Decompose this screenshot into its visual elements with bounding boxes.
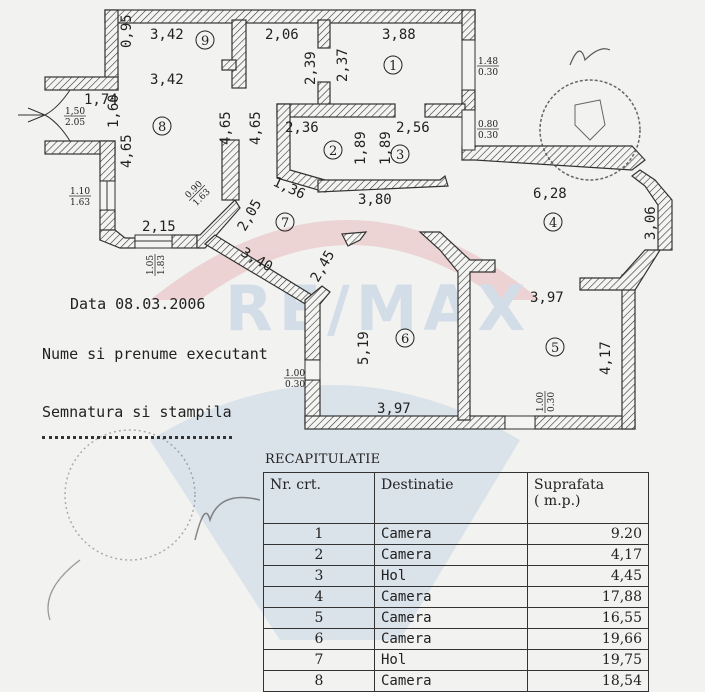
svg-text:2: 2 xyxy=(329,144,337,159)
cell-nr: 4 xyxy=(263,586,375,608)
dimension-labels: 3,42 3,42 2,06 3,88 2,36 2,56 3,80 6,28 … xyxy=(84,14,659,417)
dim-room8-bottom: 2,15 xyxy=(142,219,176,235)
svg-text:4: 4 xyxy=(549,216,557,231)
svg-text:4,17: 4,17 xyxy=(598,341,614,375)
official-stamp-bottom xyxy=(47,429,261,621)
signature-label: Semnatura si stampila xyxy=(42,403,232,421)
cell-suprafata: 9.20 xyxy=(527,523,649,545)
svg-text:2,05: 2,05 xyxy=(235,197,266,234)
cell-suprafata: 16,55 xyxy=(527,607,649,629)
cell-destinatie: Camera xyxy=(374,628,528,650)
opening-fractions: 1,50 2.05 1.10 1.63 1.48 0.30 0.80 0.30 … xyxy=(64,57,557,413)
cell-nr: 5 xyxy=(263,607,375,629)
svg-text:0.30: 0.30 xyxy=(478,131,498,141)
header-nr: Nr. crt. xyxy=(263,472,375,524)
svg-text:0,95: 0,95 xyxy=(119,14,135,48)
svg-text:1.05: 1.05 xyxy=(146,255,156,275)
svg-text:2.05: 2.05 xyxy=(65,118,85,128)
cell-nr: 7 xyxy=(263,649,375,671)
cell-nr: 8 xyxy=(263,670,375,692)
svg-text:1.00: 1.00 xyxy=(536,392,546,412)
dim-room9-width: 3,42 xyxy=(150,27,184,43)
openings xyxy=(18,39,536,430)
dim-room3-width: 2,56 xyxy=(396,120,430,136)
cell-suprafata: 4,45 xyxy=(527,565,649,587)
signature-line xyxy=(42,436,232,439)
cell-destinatie: Camera xyxy=(374,607,528,629)
recap-title: RECAPITULATIE xyxy=(265,452,381,467)
dim-room4-width: 6,28 xyxy=(533,186,567,202)
svg-text:1: 1 xyxy=(389,59,397,74)
cell-suprafata: 19,66 xyxy=(527,628,649,650)
cell-nr: 2 xyxy=(263,544,375,566)
svg-text:9: 9 xyxy=(201,34,209,49)
table-header-row: Nr. crt. Destinatie Suprafata( m.p.) xyxy=(263,472,649,524)
cell-suprafata: 4,17 xyxy=(527,544,649,566)
cell-suprafata: 18,54 xyxy=(527,670,649,692)
walls xyxy=(44,9,673,430)
svg-text:0.30: 0.30 xyxy=(547,392,557,412)
svg-text:1.00: 1.00 xyxy=(285,369,305,379)
cell-suprafata: 17,88 xyxy=(527,586,649,608)
svg-text:7: 7 xyxy=(281,216,289,231)
svg-text:1.63: 1.63 xyxy=(70,198,90,208)
svg-text:4,65: 4,65 xyxy=(119,134,135,168)
cell-nr: 1 xyxy=(263,523,375,545)
cell-destinatie: Camera xyxy=(374,670,528,692)
svg-text:1.48: 1.48 xyxy=(478,57,498,67)
svg-text:0.30: 0.30 xyxy=(478,68,498,78)
cell-destinatie: Camera xyxy=(374,586,528,608)
dim-room2-width: 2,36 xyxy=(285,120,319,136)
executant-label: Nume si prenume executant xyxy=(42,345,268,363)
svg-text:3: 3 xyxy=(396,148,404,163)
dim-room6-width: 3,97 xyxy=(377,401,411,417)
svg-text:1.83: 1.83 xyxy=(157,255,167,275)
svg-text:1,89: 1,89 xyxy=(378,131,394,165)
svg-text:0.80: 0.80 xyxy=(478,120,498,130)
dim-corridor-width: 2,06 xyxy=(265,27,299,43)
svg-text:5: 5 xyxy=(551,341,559,356)
svg-text:0.30: 0.30 xyxy=(285,380,305,390)
room-numbers: 9 8 1 2 3 7 4 6 5 xyxy=(152,30,565,357)
svg-text:6: 6 xyxy=(401,332,409,347)
cell-destinatie: Hol xyxy=(374,649,528,671)
svg-text:1,50: 1,50 xyxy=(65,107,85,117)
svg-text:1.10: 1.10 xyxy=(70,187,90,197)
date-label: Data 08.03.2006 xyxy=(70,295,206,313)
svg-text:2,37: 2,37 xyxy=(335,48,351,82)
cell-nr: 3 xyxy=(263,565,375,587)
official-stamp-top xyxy=(539,48,641,181)
cell-suprafata: 19,75 xyxy=(527,649,649,671)
svg-text:8: 8 xyxy=(158,120,166,135)
header-destinatie: Destinatie xyxy=(374,472,528,524)
cell-destinatie: Hol xyxy=(374,565,528,587)
svg-text:1,60: 1,60 xyxy=(106,94,122,128)
header-suprafata: Suprafata( m.p.) xyxy=(527,472,649,524)
dim-room8-width: 3,42 xyxy=(150,72,184,88)
svg-text:1,89: 1,89 xyxy=(353,131,369,165)
cell-destinatie: Camera xyxy=(374,544,528,566)
dim-room8-174: 1,74 xyxy=(84,92,118,108)
dim-room5-width: 3,97 xyxy=(530,290,564,306)
svg-text:4,65: 4,65 xyxy=(248,111,264,145)
dim-room1-width: 3,88 xyxy=(382,27,416,43)
dim-room7-top: 3,80 xyxy=(358,192,392,208)
svg-text:4,65: 4,65 xyxy=(218,111,234,145)
svg-text:3,06: 3,06 xyxy=(643,206,659,240)
cell-destinatie: Camera xyxy=(374,523,528,545)
svg-text:2,39: 2,39 xyxy=(303,51,319,85)
svg-text:5,19: 5,19 xyxy=(356,331,372,365)
cell-nr: 6 xyxy=(263,628,375,650)
